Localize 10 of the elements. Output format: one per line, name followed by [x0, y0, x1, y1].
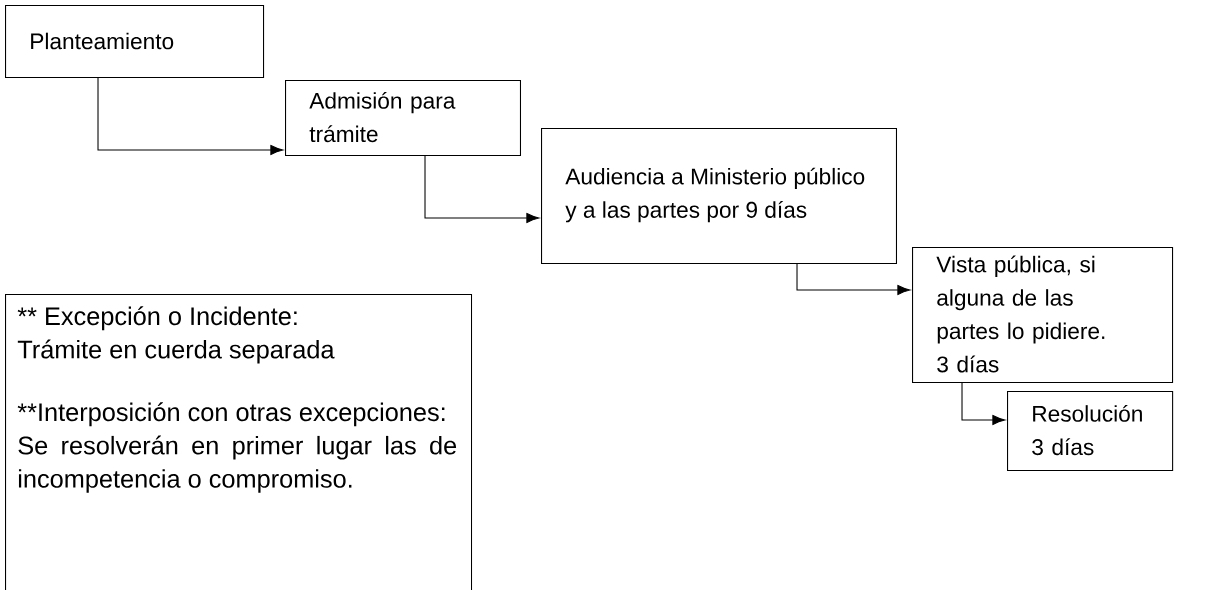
process-box: Planteamiento — [5, 5, 265, 79]
arrow — [961, 382, 1006, 425]
process-box: Admisión para trámite — [285, 80, 521, 156]
process-box: Resolución 3 días — [1007, 391, 1174, 471]
arrow — [424, 155, 540, 223]
arrow — [796, 263, 911, 295]
note-box: ** Excepción o Incidente: Trámite en cuerda separada **Interposición con otras excepciones: Se resolverán en primer lugar las de incompetencia o compromiso. — [5, 294, 473, 590]
process-box: Vista pública, si alguna de las partes lo pidiere. 3 días — [912, 247, 1174, 383]
process-box: Audiencia a Ministerio público y a las partes por 9 días — [541, 128, 897, 264]
arrow — [97, 77, 284, 155]
